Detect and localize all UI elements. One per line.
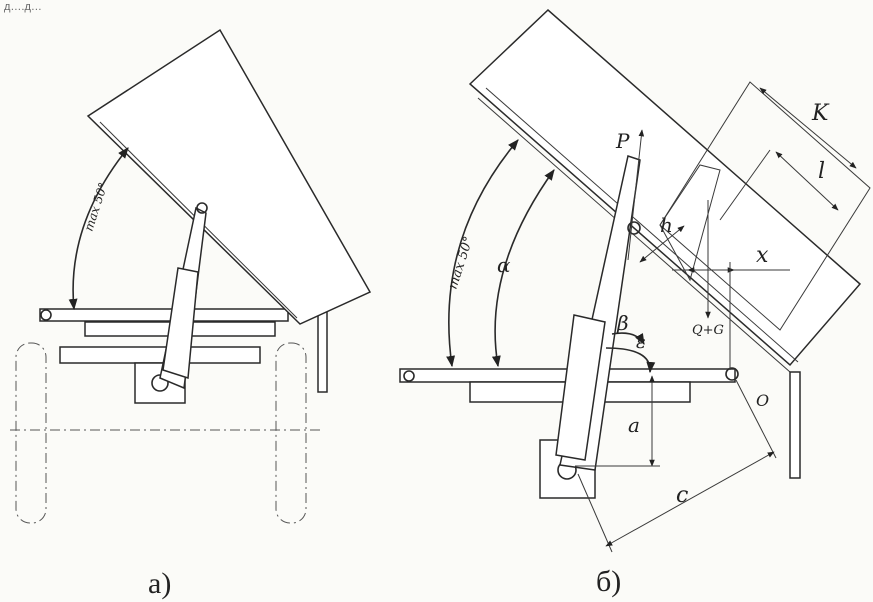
frame-rail: [39, 308, 289, 322]
cylinder-top-pivot: [196, 202, 208, 214]
label-O: O: [756, 391, 769, 410]
figure-b: max 50° P α β ε h K l x Q+G O a c б): [399, 8, 871, 598]
header-text: д….д…: [4, 1, 42, 13]
cylinder-barrel-b: [555, 314, 606, 461]
tipper-body: [86, 28, 372, 325]
cylinder-barrel: [162, 267, 199, 379]
label-QG: Q+G: [692, 323, 724, 338]
tilt-angle-label: max 50°: [82, 181, 111, 233]
label-c: c: [676, 483, 688, 508]
label-P: P: [615, 129, 630, 153]
caption-a: а): [148, 567, 171, 600]
load-box: [659, 81, 871, 331]
epsilon-arc: [605, 347, 656, 374]
label-h: h: [660, 213, 673, 237]
tipper-body-b: [468, 8, 862, 367]
label-x: x: [756, 243, 769, 268]
body-floor-line-b2: [485, 87, 799, 363]
label-beta: β: [616, 311, 629, 335]
label-alpha: α: [497, 253, 511, 277]
rail-end-eye: [40, 309, 52, 321]
rail-end-eye-b: [403, 370, 415, 382]
tail-post: [317, 311, 328, 393]
label-a: a: [628, 413, 640, 437]
label-l: l: [818, 159, 825, 184]
body-floor-line-b: [477, 97, 791, 373]
c-ext-2: [735, 379, 777, 459]
l-leader: [719, 149, 771, 221]
beta-arc: [611, 332, 645, 345]
l-dimension: [775, 151, 839, 211]
tilt-angle-arc: [68, 147, 129, 311]
max-angle-arc: [446, 139, 519, 368]
chassis-beam: [59, 346, 261, 364]
h-dimension: [639, 225, 685, 263]
force-P-arrow: [627, 129, 645, 261]
wheel-left: [15, 342, 47, 524]
alpha-arc: [491, 169, 555, 368]
c-dimension: [605, 451, 775, 547]
figure-a: max 50° а): [10, 28, 372, 600]
K-dimension: [759, 87, 857, 169]
label-K: K: [811, 101, 830, 126]
hinge-O: [725, 367, 739, 381]
tail-post-b: [789, 371, 801, 479]
caption-b: б): [596, 565, 621, 598]
wheel-right: [275, 342, 307, 524]
label-epsilon: ε: [636, 332, 646, 353]
max-angle-label: max 50°: [446, 235, 477, 292]
